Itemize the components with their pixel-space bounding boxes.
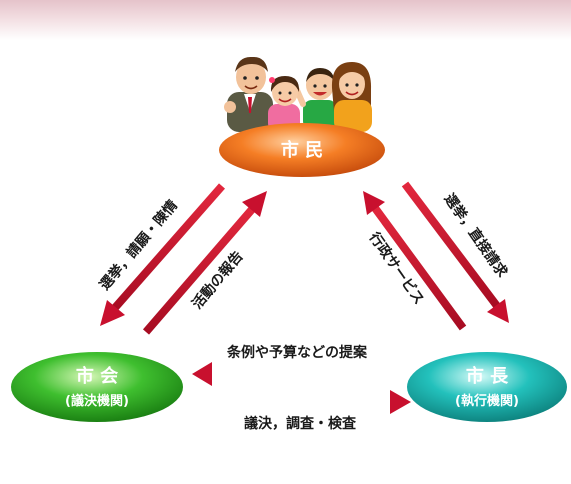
boy-figure-icon: [293, 68, 345, 130]
label-council-to-mayor: 議決，調査・検査: [244, 415, 357, 432]
left-arrow-pair: [100, 183, 267, 335]
council-sublabel: (議決機関): [65, 393, 129, 409]
arrow-council-to-citizens: [142, 191, 267, 335]
arrow-citizens-to-council: [100, 183, 226, 326]
arrow-citizens-to-mayor: [401, 181, 509, 323]
mayor-label: 市 長: [466, 365, 509, 387]
label-council-to-citizens: 活動の報告: [189, 248, 247, 313]
mayor-node: 市 長 (執行機関): [407, 352, 567, 422]
father-figure-icon: [224, 56, 273, 132]
mother-figure-icon: [331, 62, 372, 132]
citizens-node: 市 民: [219, 123, 385, 177]
family-icon: [224, 56, 372, 132]
council-node: 市 会 (議決機関): [11, 352, 183, 422]
label-mayor-to-council: 条例や予算などの提案: [226, 344, 368, 361]
label-citizens-to-mayor: 選挙，直接請求: [441, 190, 512, 281]
right-arrow-pair: [363, 181, 509, 331]
arrow-council-to-mayor: [198, 390, 411, 414]
arrow-mayor-to-council: [192, 362, 402, 386]
arrow-mayor-to-citizens: [363, 191, 467, 331]
mayor-sublabel: (執行機関): [455, 393, 519, 409]
citizens-label: 市 民: [281, 139, 323, 161]
council-label: 市 会: [76, 365, 118, 387]
